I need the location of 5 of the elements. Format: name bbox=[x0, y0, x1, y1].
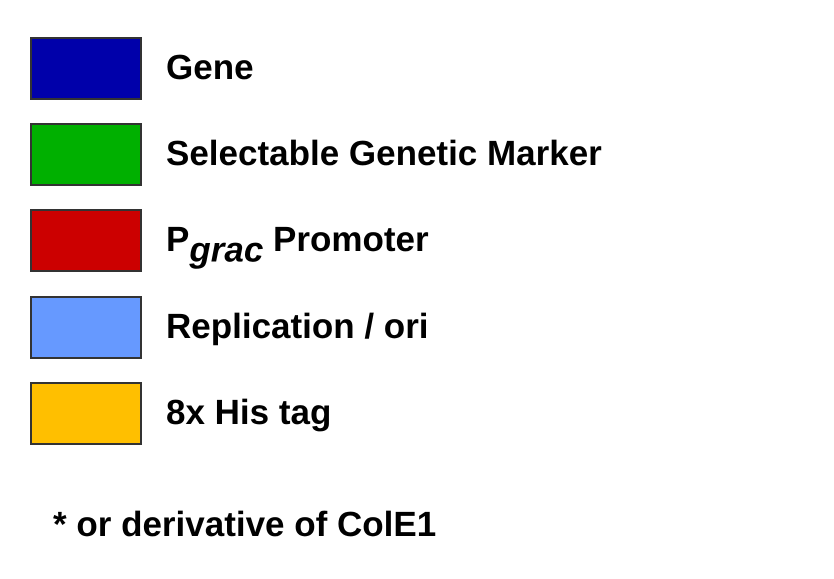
legend-label: Selectable Genetic Marker bbox=[166, 134, 602, 174]
legend-label: 8x His tag bbox=[166, 393, 332, 433]
footnote: * or derivative of ColE1 bbox=[53, 505, 436, 545]
legend-label: Replication / ori bbox=[166, 307, 429, 347]
legend-label: Gene bbox=[166, 48, 254, 88]
